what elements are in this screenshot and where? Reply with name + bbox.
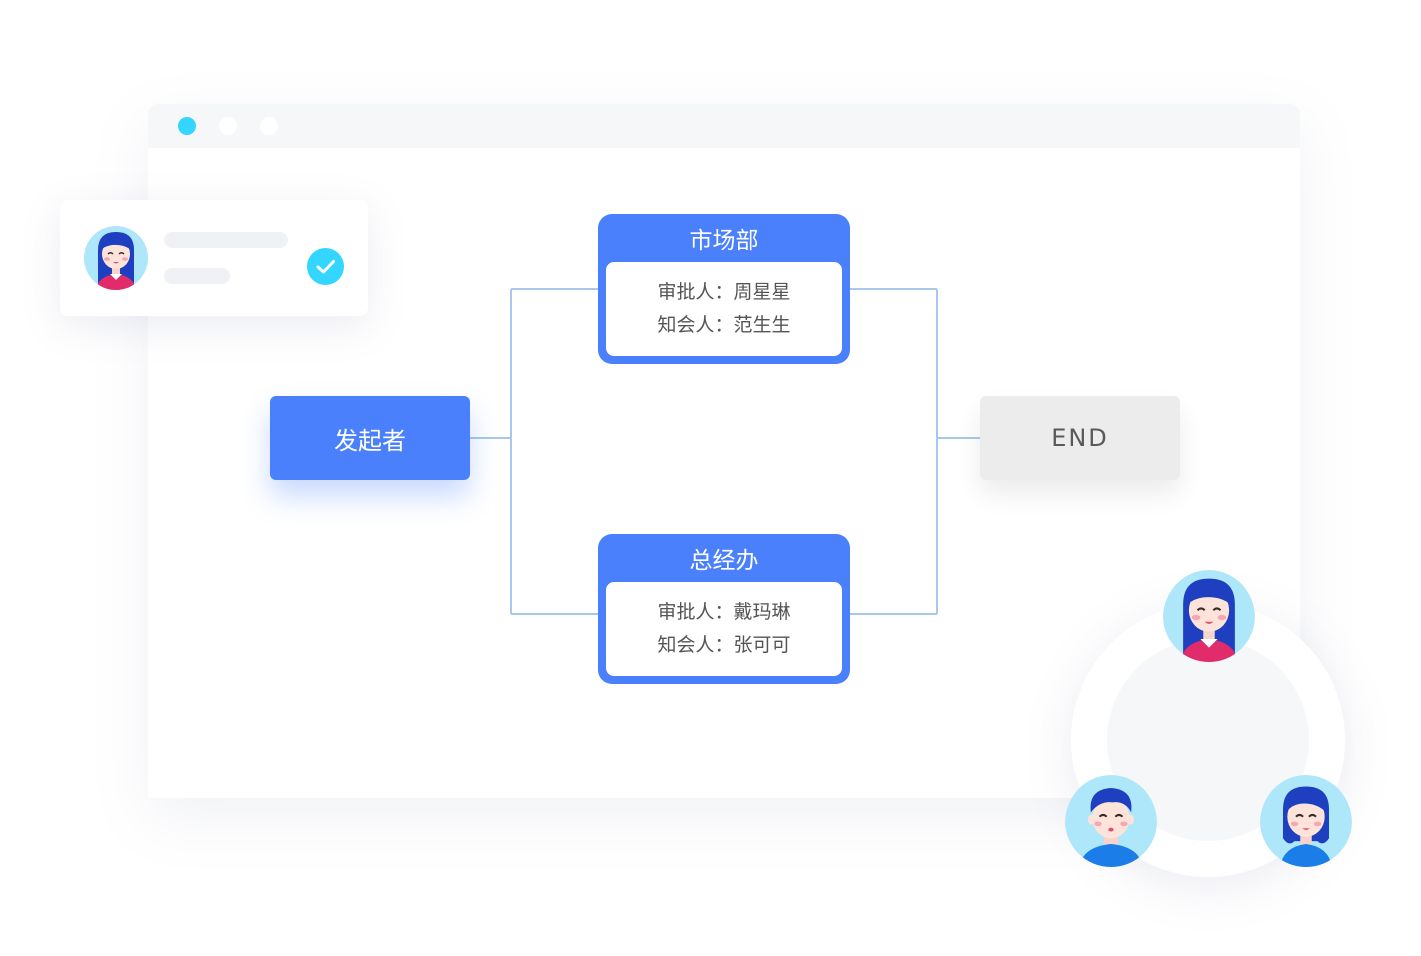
start-node-label: 发起者 bbox=[334, 426, 406, 455]
window-dot-icon bbox=[219, 117, 237, 135]
approver-row: 审批人：周星星 bbox=[657, 276, 790, 309]
window-dot-icon bbox=[260, 117, 278, 135]
end-node[interactable]: END bbox=[980, 396, 1180, 480]
approver-name: 周星星 bbox=[733, 281, 791, 303]
female-avatar-icon bbox=[1163, 570, 1255, 666]
female-avatar-icon bbox=[84, 226, 148, 294]
placeholder-line bbox=[164, 232, 288, 248]
approver-label: 审批人： bbox=[657, 281, 734, 303]
start-node[interactable]: 发起者 bbox=[270, 396, 470, 480]
male-avatar-icon bbox=[1065, 775, 1157, 871]
end-node-label: END bbox=[1051, 424, 1109, 452]
check-circle-icon bbox=[307, 248, 344, 285]
cc-name: 范生生 bbox=[733, 314, 791, 336]
approver-row: 审批人：戴玛琳 bbox=[657, 596, 790, 629]
department-card-2[interactable]: 总经办 审批人：戴玛琳 知会人：张可可 bbox=[598, 534, 850, 684]
cc-row: 知会人：张可可 bbox=[657, 629, 790, 662]
department-details: 审批人：周星星 知会人：范生生 bbox=[606, 262, 842, 356]
approver-name: 戴玛琳 bbox=[733, 601, 791, 623]
approver-label: 审批人： bbox=[657, 601, 734, 623]
department-title: 总经办 bbox=[689, 548, 759, 574]
cc-name: 张可可 bbox=[733, 634, 791, 656]
approval-notification-card bbox=[60, 200, 368, 316]
cc-row: 知会人：范生生 bbox=[657, 309, 790, 342]
female-avatar-icon bbox=[1260, 775, 1352, 871]
department-title: 市场部 bbox=[689, 228, 759, 254]
cc-label: 知会人： bbox=[657, 634, 734, 656]
department-card-1[interactable]: 市场部 审批人：周星星 知会人：范生生 bbox=[598, 214, 850, 364]
window-dot-active-icon bbox=[178, 117, 196, 135]
placeholder-line bbox=[164, 268, 230, 284]
department-details: 审批人：戴玛琳 知会人：张可可 bbox=[606, 582, 842, 676]
cc-label: 知会人： bbox=[657, 314, 734, 336]
